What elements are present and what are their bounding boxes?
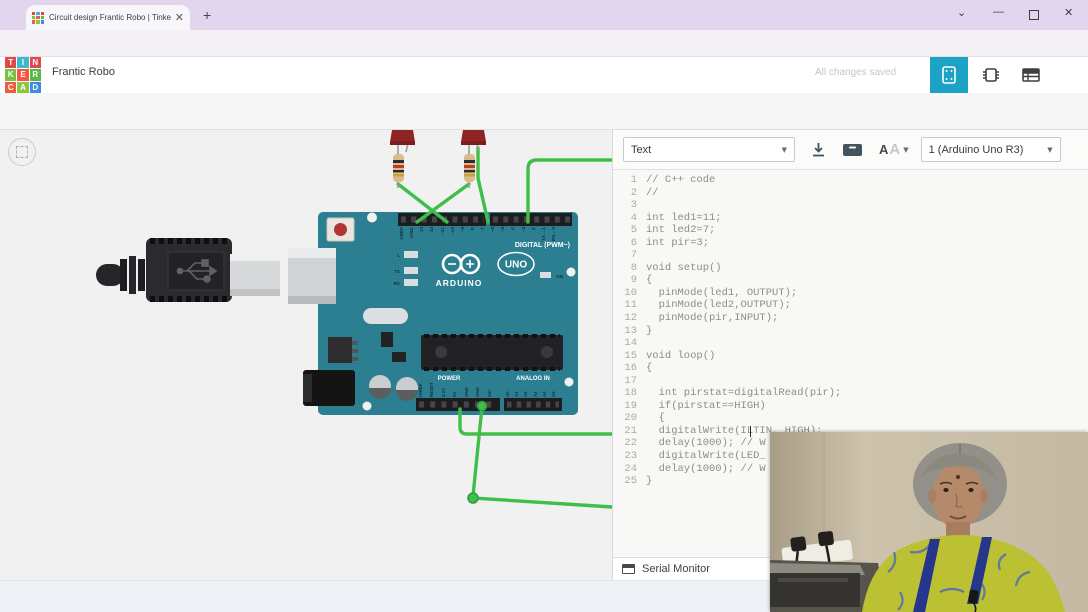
- tinkercad-header: T I N K E R C A D Frantic Robo All chang…: [0, 57, 1088, 146]
- code-line[interactable]: 18 int pirstat=digitalRead(pir);: [624, 387, 842, 400]
- code-line[interactable]: 17: [624, 374, 637, 387]
- arduino-uno-board[interactable]: DIGITAL (PWM~) UNO ARDUINO L TX RX ON PO…: [288, 212, 578, 415]
- view-components-tab[interactable]: [1012, 57, 1050, 93]
- tab-search-chevron-icon[interactable]: ⌄: [957, 7, 967, 19]
- usb-cable[interactable]: [96, 238, 280, 302]
- browser-toolbar: ← → ↻ tinkercad.com/things/agMI8kxRBCF-f…: [0, 30, 1088, 84]
- new-tab-button[interactable]: +: [203, 7, 212, 23]
- code-line[interactable]: 12 pinMode(pir,INPUT);: [624, 312, 779, 325]
- code-line[interactable]: 11 pinMode(led2,OUTPUT);: [624, 299, 791, 312]
- serial-monitor-icon: [622, 564, 635, 574]
- person: [862, 443, 1065, 612]
- code-line[interactable]: 10 pinMode(led1, OUTPUT);: [624, 286, 798, 299]
- tinkercad-logo[interactable]: T I N K E R C A D: [5, 57, 41, 93]
- board-caret-icon: ▼: [1047, 145, 1053, 154]
- design-title[interactable]: Frantic Robo: [52, 66, 115, 78]
- power-strip: [781, 531, 853, 581]
- on-label: ON: [556, 274, 564, 279]
- resistor-1[interactable]: [393, 154, 404, 188]
- code-line[interactable]: 16{: [624, 362, 653, 375]
- code-line[interactable]: 20 {: [624, 412, 665, 425]
- browser-tab[interactable]: Circuit design Frantic Robo | Tinkercad …: [26, 5, 190, 30]
- font-size-caret-icon: ▼: [903, 145, 909, 154]
- webcam-video: [770, 432, 1088, 612]
- wire-led1-pin11: [396, 182, 449, 224]
- power-label: POWER: [438, 376, 461, 382]
- circuit-drawing: DIGITAL (PWM~) UNO ARDUINO L TX RX ON PO…: [96, 130, 612, 509]
- code-line[interactable]: 14: [624, 337, 637, 350]
- code-line[interactable]: 3: [630, 199, 637, 212]
- digital-label: DIGITAL (PWM~): [515, 242, 570, 249]
- download-code-button[interactable]: [811, 142, 826, 158]
- wire-gnd-right: [471, 496, 612, 509]
- wire-led2-gnd: [415, 182, 471, 224]
- led-1[interactable]: [390, 130, 415, 156]
- tab-title: Circuit design Frantic Robo | Tinkercad: [49, 13, 171, 22]
- code-line[interactable]: 23 digitalWrite(LED_: [624, 450, 766, 463]
- browser-tab-strip: Circuit design Frantic Robo | Tinkercad …: [0, 0, 1088, 30]
- webcam-overlay: [770, 432, 1088, 612]
- board-select[interactable]: 1 (Arduino Uno R3) ▼: [920, 137, 1061, 162]
- tinkercad-favicon: [32, 11, 44, 24]
- wire-pin3: [526, 158, 612, 224]
- led-2[interactable]: [461, 130, 486, 156]
- code-line[interactable]: 24 delay(1000); // W: [624, 462, 766, 475]
- usb-trident-icon: [176, 259, 218, 283]
- save-status: All changes saved: [815, 67, 897, 78]
- mode-caret-icon: ▼: [781, 145, 787, 154]
- tab-close-icon[interactable]: ✕: [174, 12, 184, 24]
- arduino-brand-label: ARDUINO: [436, 278, 483, 288]
- view-breadboard-tab[interactable]: [930, 57, 968, 93]
- edit-mode-select[interactable]: Text ▼: [623, 137, 795, 162]
- window-maximize-button[interactable]: [1029, 10, 1039, 20]
- text-cursor: [750, 426, 752, 437]
- wire-node-gnd[interactable]: [476, 400, 488, 412]
- editor-toolbar: ↶ ↷ ▼ ▼ </> Code ▶ Start Simulation Send…: [0, 93, 1088, 219]
- wire-gnd-down: [471, 405, 484, 498]
- led-l-label: L: [397, 253, 400, 258]
- wire-led2-pin7: [476, 146, 490, 224]
- code-line[interactable]: 22 delay(1000); // W: [624, 437, 766, 450]
- analog-label: ANALOG IN: [516, 376, 550, 382]
- code-line[interactable]: 25}: [624, 475, 653, 488]
- code-line[interactable]: 7: [630, 249, 637, 262]
- code-line[interactable]: 2//: [630, 186, 659, 199]
- code-line[interactable]: 9{: [630, 274, 653, 287]
- wire-node-junction[interactable]: [467, 492, 479, 504]
- wires[interactable]: [396, 146, 612, 509]
- chip-icon: [983, 68, 999, 82]
- zoom-to-fit-button[interactable]: [8, 138, 36, 166]
- libraries-button[interactable]: [842, 142, 863, 158]
- window-close-button[interactable]: ✕: [1064, 7, 1074, 19]
- breadboard-icon: [942, 66, 956, 84]
- window-minimize-button[interactable]: —: [993, 6, 1004, 18]
- uno-label: UNO: [505, 260, 527, 271]
- wire-5v: [458, 407, 612, 436]
- led-tx-label: TX: [394, 269, 401, 274]
- component-list-icon: [1022, 68, 1040, 82]
- code-line[interactable]: 13}: [624, 324, 653, 337]
- code-line[interactable]: 19 if(pirstat==HIGH): [624, 399, 766, 412]
- code-line[interactable]: 1// C++ code: [630, 174, 716, 186]
- led-rx-label: RX: [394, 281, 401, 286]
- view-schematic-tab[interactable]: [972, 57, 1010, 93]
- resistor-2[interactable]: [464, 154, 475, 188]
